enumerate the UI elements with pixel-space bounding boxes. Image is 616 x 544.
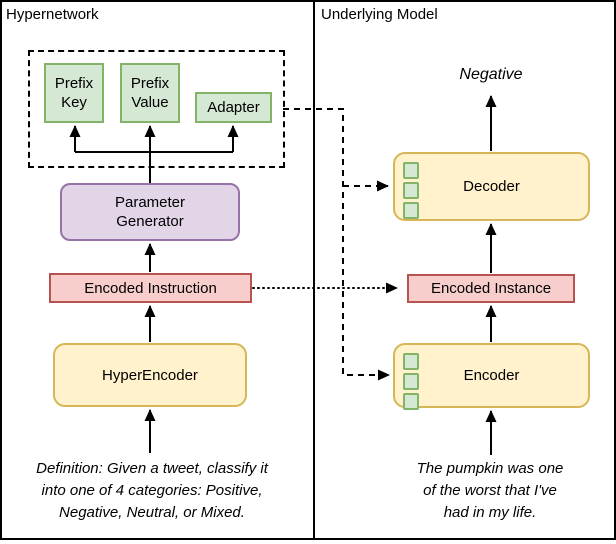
prefix-key-label: Prefix Key xyxy=(54,75,94,111)
underlying-model-panel-title: Underlying Model xyxy=(321,6,438,23)
prediction-output-label: Negative xyxy=(459,66,523,83)
inserted-parameter-block-icon xyxy=(403,182,419,199)
encoded-instruction-box: Encoded Instruction xyxy=(49,273,252,303)
encoder-label: Encoder xyxy=(463,367,520,384)
encoded-instance-box: Encoded Instance xyxy=(407,274,575,303)
adapter-box: Adapter xyxy=(195,92,272,123)
adapter-label: Adapter xyxy=(207,99,260,116)
parameter-generator-box: Parameter Generator xyxy=(60,183,240,241)
inserted-parameter-block-icon xyxy=(403,202,419,219)
instance-input-text: The pumpkin was one of the worst that I'… xyxy=(416,460,564,521)
inserted-parameter-block-icon xyxy=(403,353,419,370)
prefix-key-box: Prefix Key xyxy=(44,63,104,123)
decoder-label: Decoder xyxy=(463,178,520,195)
instruction-input-text: Definition: Given a tweet, classify it i… xyxy=(36,460,268,521)
parameter-generator-label: Parameter Generator xyxy=(114,194,186,230)
prefix-value-box: Prefix Value xyxy=(120,63,180,123)
prefix-value-label: Prefix Value xyxy=(130,75,170,111)
encoder-box: Encoder xyxy=(393,343,590,410)
encoded-instruction-label: Encoded Instruction xyxy=(84,279,217,297)
encoded-instance-label: Encoded Instance xyxy=(430,280,552,297)
hypernetwork-panel-title: Hypernetwork xyxy=(6,6,99,23)
decoder-box: Decoder xyxy=(393,152,590,221)
hyperencoder-box: HyperEncoder xyxy=(53,343,247,407)
decoder-inserted-parameters xyxy=(403,162,419,219)
inserted-parameter-block-icon xyxy=(403,373,419,390)
encoder-inserted-parameters xyxy=(403,353,419,410)
inserted-parameter-block-icon xyxy=(403,393,419,410)
panel-divider xyxy=(313,0,315,540)
inserted-parameter-block-icon xyxy=(403,162,419,179)
hyperencoder-label: HyperEncoder xyxy=(102,366,198,384)
